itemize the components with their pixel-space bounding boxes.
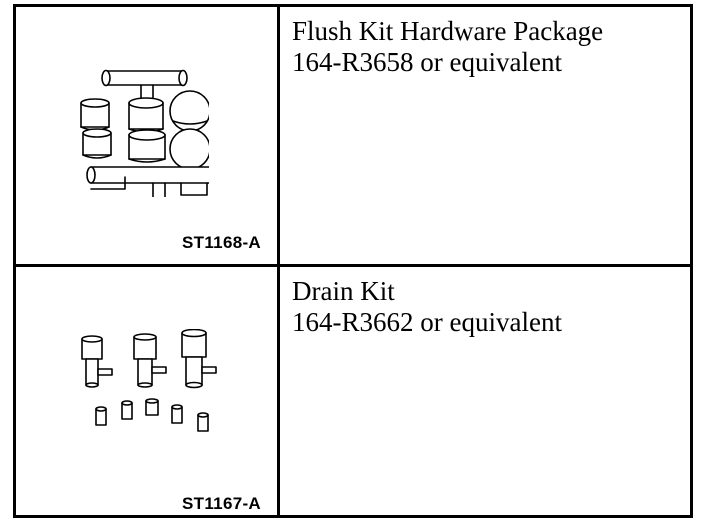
illustration-cell: ST1167-A xyxy=(16,267,280,515)
tool-description: Drain Kit 164-R3662 or equivalent xyxy=(292,276,562,338)
tool-number: 164-R3662 or equivalent xyxy=(292,307,562,337)
art-code: ST1168-A xyxy=(182,233,261,252)
tool-name: Flush Kit Hardware Package xyxy=(292,16,604,46)
art-code: ST1167-A xyxy=(182,494,261,513)
description-cell: Flush Kit Hardware Package 164-R3658 or … xyxy=(280,7,690,264)
table-row-flush-kit: ST1168-A Flush Kit Hardware Package 164-… xyxy=(16,7,690,264)
illustration-cell: ST1168-A xyxy=(16,7,280,264)
tool-description: Flush Kit Hardware Package 164-R3658 or … xyxy=(292,16,603,78)
description-cell: Drain Kit 164-R3662 or equivalent xyxy=(280,267,690,515)
drain-kit-illustration xyxy=(78,329,218,441)
tool-number: 164-R3658 or equivalent xyxy=(292,47,562,77)
tool-name: Drain Kit xyxy=(292,276,395,306)
flush-kit-illustration xyxy=(73,63,209,197)
tool-table: ST1168-A Flush Kit Hardware Package 164-… xyxy=(13,4,693,518)
table-row-drain-kit: ST1167-A Drain Kit 164-R3662 or equivale… xyxy=(16,264,690,515)
